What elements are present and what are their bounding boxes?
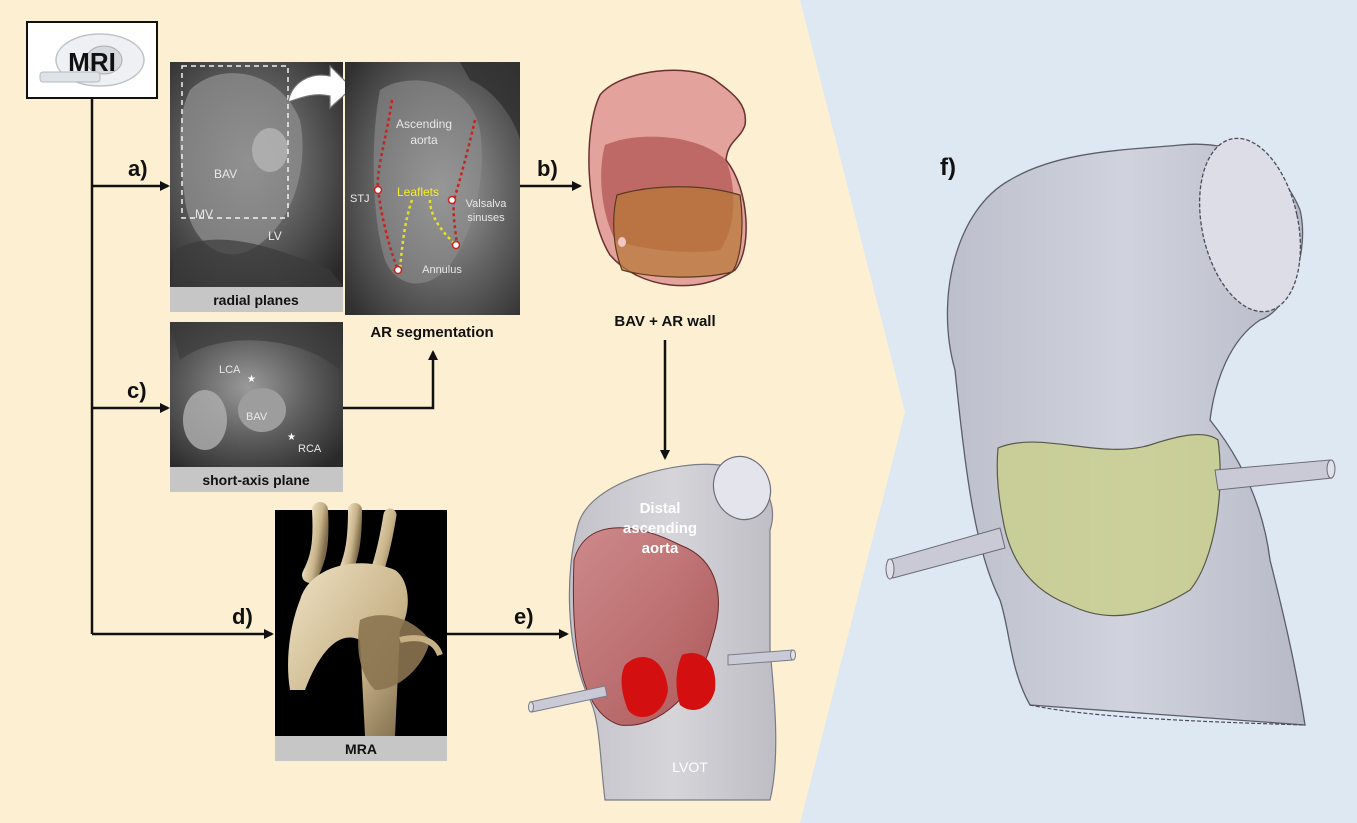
panel-c-letter: c) bbox=[127, 378, 147, 403]
mra-caption: MRA bbox=[345, 741, 377, 757]
valsalva-label-line1: Valsalva bbox=[466, 198, 508, 210]
ar-segmentation-image: Ascending aorta Leaflets STJ Valsalva si… bbox=[345, 62, 520, 315]
ascending-label-line1: Ascending bbox=[396, 117, 452, 131]
lv-label: LV bbox=[268, 229, 282, 243]
bav-label-c: BAV bbox=[246, 411, 268, 423]
leaflets-label: Leaflets bbox=[397, 185, 439, 199]
mri-label: MRI bbox=[68, 47, 116, 77]
mri-box: MRI bbox=[27, 22, 157, 98]
panel-f-letter: f) bbox=[940, 154, 956, 181]
panel-a-letter: a) bbox=[128, 156, 148, 181]
lvot-label: LVOT bbox=[672, 759, 708, 775]
bav-label-a: BAV bbox=[214, 167, 237, 181]
distal-label-line1: Distal bbox=[640, 500, 681, 517]
panel-d-letter: d) bbox=[232, 604, 253, 629]
rca-star-icon: ★ bbox=[287, 432, 296, 443]
lca-star-icon: ★ bbox=[247, 374, 256, 385]
panel-e-letter: e) bbox=[514, 604, 534, 629]
distal-label-line2: ascending bbox=[623, 520, 697, 537]
ascending-label-line2: aorta bbox=[410, 133, 438, 147]
bav-ar-wall-caption: BAV + AR wall bbox=[614, 313, 715, 330]
mv-label: MV bbox=[195, 207, 213, 221]
radial-planes-image: BAV MV LV radial planes bbox=[170, 62, 343, 312]
distal-label-line3: aorta bbox=[642, 540, 679, 557]
annulus-label: Annulus bbox=[422, 264, 462, 276]
radial-planes-caption: radial planes bbox=[213, 292, 299, 308]
rca-label: RCA bbox=[298, 443, 322, 455]
valsalva-label-line2: sinuses bbox=[467, 212, 505, 224]
bav-ar-wall-model bbox=[589, 70, 746, 285]
mra-image: MRA bbox=[275, 510, 447, 761]
stj-label: STJ bbox=[350, 193, 370, 205]
short-axis-image: ★ ★ LCA BAV RCA short-axis plane bbox=[170, 322, 343, 492]
panel-b-letter: b) bbox=[537, 156, 558, 181]
ar-segmentation-caption: AR segmentation bbox=[370, 324, 493, 341]
short-axis-caption: short-axis plane bbox=[202, 472, 310, 488]
lca-label: LCA bbox=[219, 364, 241, 376]
